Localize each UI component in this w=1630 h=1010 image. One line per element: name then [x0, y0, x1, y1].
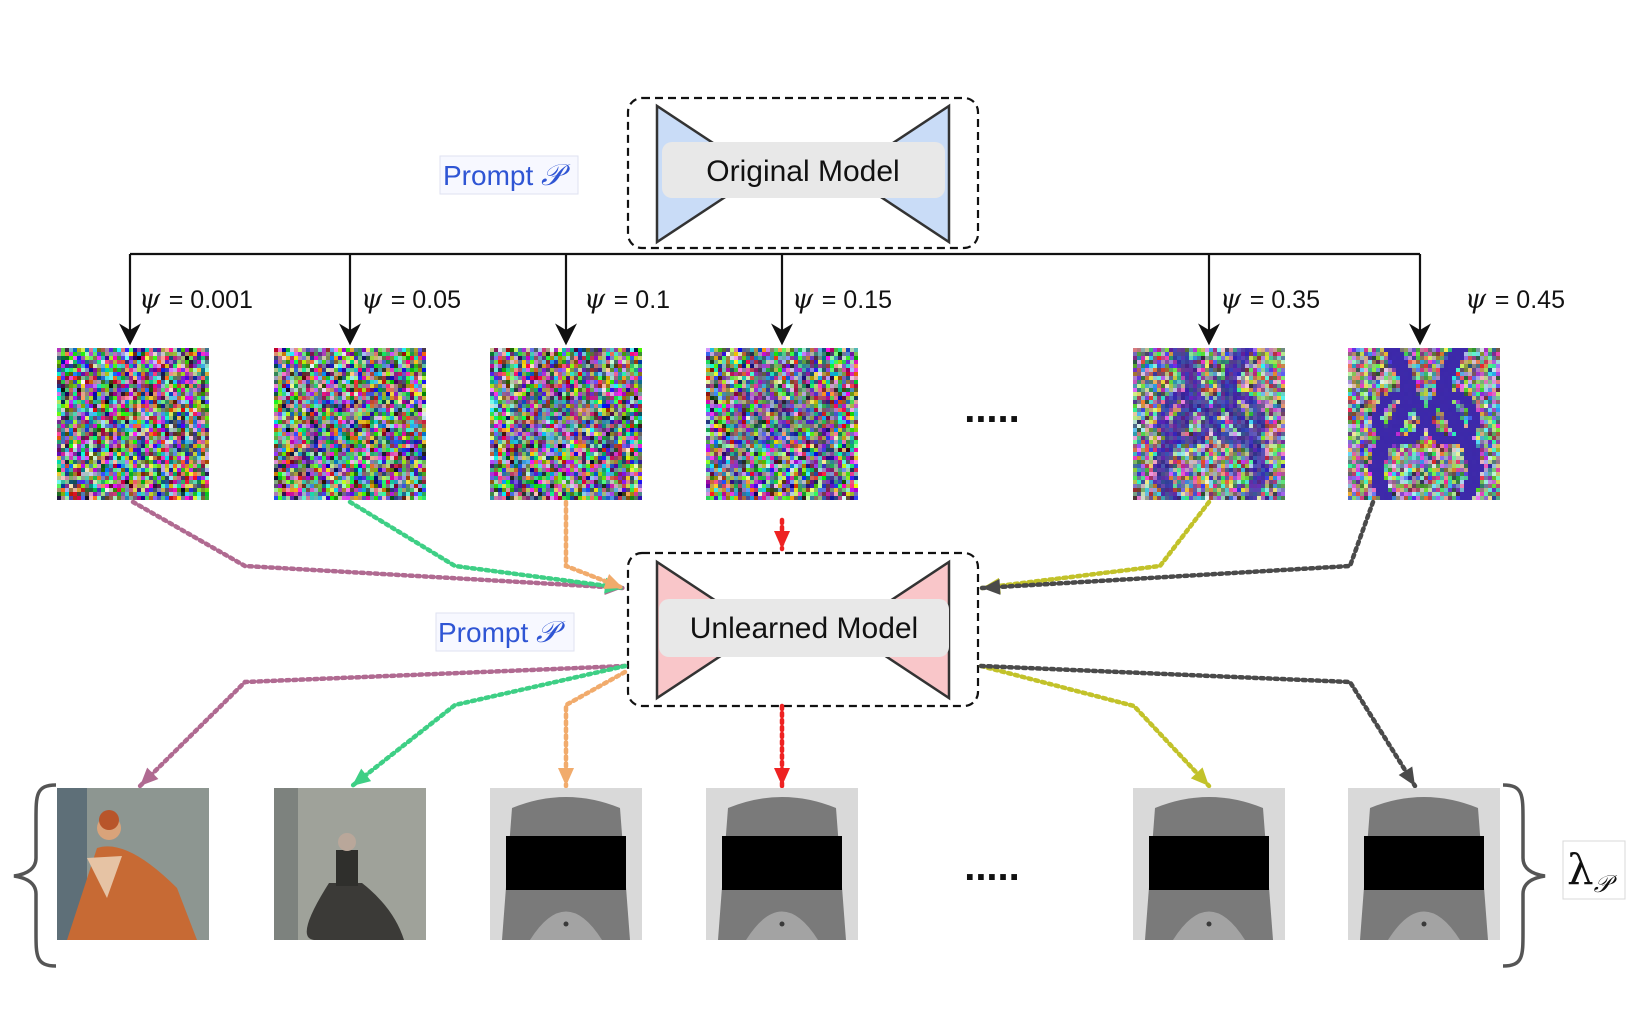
connector-out-2 [352, 666, 625, 786]
output-image-2 [274, 788, 426, 940]
censor-bar [506, 836, 626, 890]
noise-image-row [57, 348, 1500, 500]
prompt-bottom-text: Prompt [438, 617, 536, 648]
right-curly-brace [1503, 785, 1545, 966]
noise-image-5 [1133, 348, 1285, 500]
output-image-5 [1133, 788, 1285, 940]
connector-in-4-head [774, 531, 790, 549]
psi-symbol: ψ [1220, 284, 1250, 315]
censor-bar [1149, 836, 1269, 890]
psi-value: = 0.05 [391, 286, 461, 314]
svg-text:Prompt 𝒫: Prompt 𝒫 [443, 158, 571, 193]
noise-image-6 [1348, 348, 1500, 500]
censor-bar [1364, 836, 1484, 890]
psi-label-3: ψ = 0.1 [584, 284, 670, 315]
output-row-ellipsis: ..... [964, 845, 1020, 889]
psi-label-5: ψ = 0.35 [1220, 284, 1320, 315]
unlearned-model-label: Unlearned Model [690, 612, 918, 645]
original-model: Original Model [628, 98, 978, 248]
output-image-4 [706, 788, 858, 940]
noise-image-3 [490, 348, 642, 500]
psi-value: = 0.1 [614, 286, 670, 314]
psi-label-1: ψ = 0.001 [139, 284, 253, 315]
psi-value: = 0.45 [1495, 286, 1565, 314]
censor-bar [722, 836, 842, 890]
noise-image-2 [274, 348, 426, 500]
connector-in-3 [566, 502, 623, 588]
connector-out-6-head [1399, 766, 1415, 786]
noise-image-4 [706, 348, 858, 500]
psi-label-6: ψ = 0.45 [1465, 284, 1565, 315]
psi-label-2: ψ = 0.05 [361, 284, 461, 315]
psi-label-4: ψ = 0.15 [792, 284, 892, 315]
psi-symbol: ψ [584, 284, 614, 315]
output-image-1 [57, 788, 209, 940]
prompt-bottom: Prompt 𝒫 [436, 613, 574, 651]
psi-symbol: ψ [361, 284, 391, 315]
output-image-6 [1348, 788, 1500, 940]
psi-symbol: ψ [1465, 284, 1495, 315]
noise-row-ellipsis: ..... [964, 387, 1020, 431]
connector-out-5 [981, 666, 1209, 786]
connector-out-3 [566, 672, 625, 786]
lambda-label: λ𝒫 [1563, 841, 1625, 899]
connector-in-1 [133, 502, 623, 588]
connector-out-1 [140, 666, 625, 786]
lambda-symbol: λ [1567, 845, 1594, 894]
psi-value: = 0.15 [822, 286, 892, 314]
noise-image-1 [57, 348, 209, 500]
psi-value: = 0.001 [169, 286, 253, 314]
connector-in-3-head [603, 574, 623, 589]
prompt-top: Prompt 𝒫 [440, 156, 578, 194]
psi-value: = 0.35 [1250, 286, 1320, 314]
psi-symbol: ψ [792, 284, 822, 315]
original-model-label: Original Model [706, 155, 899, 188]
psi-symbol: ψ [139, 284, 169, 315]
output-image-row [57, 788, 1500, 940]
prompt-top-text: Prompt [443, 160, 541, 191]
connector-in-6-head [982, 579, 1000, 595]
connector-out-3-head [558, 768, 574, 786]
connector-out-4-head [774, 768, 790, 786]
output-image-3 [490, 788, 642, 940]
unlearned-model: Unlearned Model [628, 553, 978, 706]
left-curly-brace [14, 785, 56, 966]
